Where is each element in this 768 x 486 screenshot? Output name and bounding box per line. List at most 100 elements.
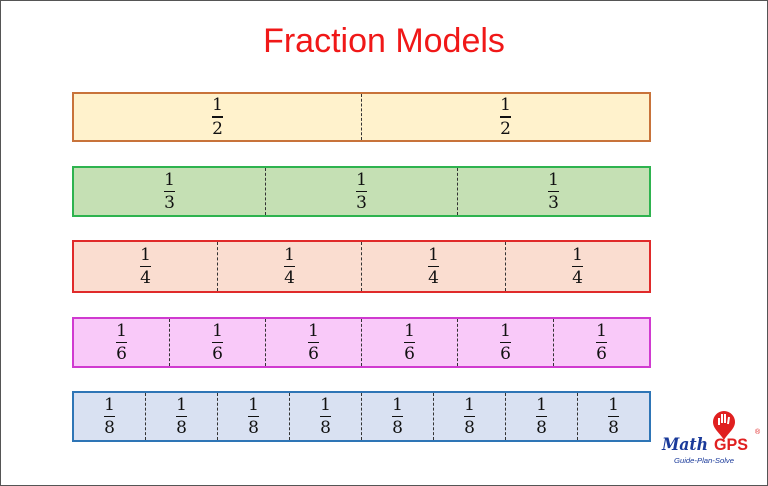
- numerator: 1: [284, 244, 295, 265]
- numerator: 1: [428, 244, 439, 265]
- numerator: 1: [320, 394, 331, 415]
- fraction-line: [248, 415, 259, 418]
- fraction-line: [176, 415, 187, 418]
- fraction-line: [212, 116, 223, 118]
- fraction-line: [104, 415, 115, 418]
- denominator: 8: [176, 418, 187, 439]
- fraction-line: [284, 265, 295, 268]
- numerator: 1: [500, 95, 511, 116]
- fraction-line: [608, 415, 619, 418]
- denominator: 3: [356, 193, 367, 214]
- denominator: 2: [212, 118, 223, 139]
- denominator: 6: [212, 344, 223, 365]
- numerator: 1: [536, 394, 547, 415]
- denominator: 6: [596, 344, 607, 365]
- denominator: 4: [140, 268, 151, 289]
- numerator: 1: [164, 169, 175, 190]
- numerator: 1: [464, 394, 475, 415]
- fraction-line: [356, 190, 367, 193]
- denominator: 4: [284, 268, 295, 289]
- fraction-line: [500, 341, 511, 344]
- numerator: 1: [104, 394, 115, 415]
- denominator: 2: [500, 118, 511, 139]
- numerator: 1: [356, 169, 367, 190]
- denominator: 6: [404, 344, 415, 365]
- denominator: 8: [608, 418, 619, 439]
- denominator: 8: [536, 418, 547, 439]
- svg-text:Math: Math: [661, 435, 708, 455]
- numerator: 1: [596, 320, 607, 341]
- fraction-line: [164, 190, 175, 193]
- denominator: 4: [572, 268, 583, 289]
- fraction-line: [392, 415, 403, 418]
- fraction-line: [140, 265, 151, 268]
- fraction-line: [464, 415, 475, 418]
- numerator: 1: [608, 394, 619, 415]
- fraction-line: [428, 265, 439, 268]
- page-title: Fraction Models: [263, 22, 505, 60]
- numerator: 1: [308, 320, 319, 341]
- denominator: 3: [164, 193, 175, 214]
- svg-text:®: ®: [755, 428, 761, 436]
- numerator: 1: [212, 320, 223, 341]
- fraction-line: [116, 341, 127, 344]
- fraction-line: [536, 415, 547, 418]
- denominator: 8: [320, 418, 331, 439]
- denominator: 4: [428, 268, 439, 289]
- denominator: 6: [500, 344, 511, 365]
- numerator: 1: [392, 394, 403, 415]
- denominator: 8: [464, 418, 475, 439]
- denominator: 6: [308, 344, 319, 365]
- fraction-line: [320, 415, 331, 418]
- denominator: 8: [392, 418, 403, 439]
- numerator: 1: [500, 320, 511, 341]
- denominator: 3: [548, 193, 559, 214]
- mathgps-logo: Math GPS ® Guide-Plan-Solve: [661, 411, 761, 465]
- fraction-line: [404, 341, 415, 344]
- denominator: 8: [104, 418, 115, 439]
